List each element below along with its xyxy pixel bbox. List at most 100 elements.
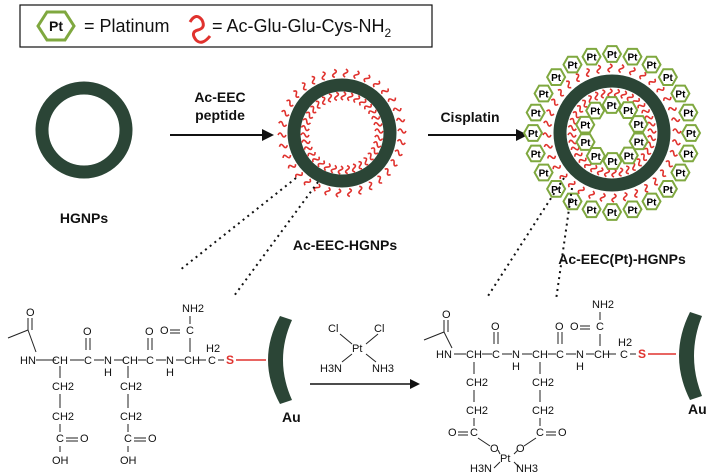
pt-hex-icon bbox=[657, 68, 679, 86]
pt-hex-label: Pt bbox=[587, 53, 598, 64]
peptide-squiggle bbox=[344, 164, 351, 175]
peptide-squiggle bbox=[672, 128, 682, 134]
peptide-squiggle bbox=[659, 169, 667, 178]
pt-hex-icon bbox=[622, 47, 643, 66]
peptide-squiggle bbox=[557, 88, 565, 97]
peptide-squiggle bbox=[371, 115, 381, 120]
pt-hex-icon bbox=[601, 203, 623, 221]
chem-c: C bbox=[596, 321, 604, 333]
chem-o: O bbox=[490, 443, 499, 455]
peptide-squiggle bbox=[368, 109, 377, 114]
pt-hex-icon bbox=[522, 124, 544, 142]
chem-cl: Cl bbox=[374, 323, 384, 335]
pt-hex-label: Pt bbox=[607, 157, 618, 168]
peptide-squiggle bbox=[374, 134, 384, 141]
pt-hex-label: Pt bbox=[683, 149, 694, 160]
eec-hgnp-particle bbox=[277, 68, 407, 198]
peptide-squiggle bbox=[542, 132, 552, 138]
chem-h2: H2 bbox=[618, 337, 632, 349]
pt-hex-icon bbox=[657, 180, 679, 198]
chem-c: C bbox=[470, 427, 478, 439]
pt-hex-label: Pt bbox=[663, 185, 674, 196]
peptide-squiggle bbox=[647, 134, 657, 142]
chem-o: O bbox=[448, 427, 457, 439]
peptide-squiggle bbox=[603, 168, 611, 178]
peptide-squiggle bbox=[287, 164, 297, 169]
peptide-squiggle bbox=[644, 184, 649, 193]
peptide-squiggle bbox=[644, 115, 654, 120]
peptide-squiggle bbox=[596, 64, 602, 75]
peptide-squiggle bbox=[640, 153, 648, 162]
peptide-squiggle bbox=[303, 146, 313, 151]
pt-hex-icon bbox=[601, 45, 623, 63]
peptide-squiggle bbox=[372, 80, 381, 88]
chem-ch: CH bbox=[184, 355, 200, 367]
chem-ch2: CH2 bbox=[120, 411, 142, 423]
peptide-squiggle bbox=[286, 99, 294, 107]
pt-hex-icon bbox=[585, 101, 606, 120]
peptide-squiggle bbox=[305, 111, 314, 119]
pt-hex-icon bbox=[525, 144, 546, 163]
zoom-line-2b bbox=[555, 187, 573, 301]
pt-hex-label: Pt bbox=[623, 106, 634, 117]
chem-n: N bbox=[166, 355, 174, 367]
chem-c: C bbox=[556, 349, 564, 361]
chem-ch2: CH2 bbox=[466, 377, 488, 389]
chem-c: C bbox=[124, 433, 132, 445]
peptide-squiggle bbox=[293, 90, 300, 98]
peptide-squiggle bbox=[346, 92, 354, 102]
peptide-squiggle bbox=[358, 160, 363, 170]
pt-hex-icon bbox=[562, 192, 583, 211]
chem-nh2: NH2 bbox=[592, 299, 614, 311]
chem-pt: Pt bbox=[352, 343, 362, 355]
peptide-squiggle bbox=[637, 102, 646, 109]
eec-shell bbox=[287, 78, 397, 188]
pt-hex-label: Pt bbox=[568, 197, 579, 208]
chem-nh3: NH3 bbox=[516, 463, 538, 472]
pt-hex-icon bbox=[581, 47, 602, 66]
peptide-squiggle bbox=[626, 93, 634, 102]
peptide-squiggle bbox=[600, 89, 606, 99]
chem-oh: OH bbox=[120, 455, 137, 467]
pt-hex-label: Pt bbox=[551, 185, 562, 196]
chem-o: O bbox=[491, 321, 500, 333]
peptide-squiggle bbox=[572, 111, 581, 119]
peptide-squiggle bbox=[374, 128, 384, 134]
peptide-squiggle bbox=[358, 185, 363, 195]
peptide-squiggle bbox=[567, 132, 577, 138]
chem-c: C bbox=[620, 349, 628, 361]
chem-cl: Cl bbox=[328, 323, 338, 335]
peptide-squiggle bbox=[358, 98, 367, 106]
chem-c: C bbox=[536, 427, 544, 439]
peptide-squiggle bbox=[577, 186, 585, 195]
pt-hex-label: Pt bbox=[587, 205, 598, 216]
peptide-squiggle bbox=[671, 139, 681, 146]
chem-h3n: H3N bbox=[470, 463, 492, 472]
chem-o: O bbox=[148, 433, 157, 445]
chem-ch2: CH2 bbox=[466, 405, 488, 417]
peptide-squiggle bbox=[340, 91, 347, 101]
chem-ch: CH bbox=[122, 355, 138, 367]
arrow-2-head bbox=[516, 129, 528, 141]
peptide-squiggle bbox=[570, 146, 580, 151]
pt-hex-label: Pt bbox=[551, 73, 562, 84]
peptide-squiggle bbox=[636, 158, 643, 167]
peptide-squiggle bbox=[330, 164, 338, 174]
arrow-1-label-line1: Ac-EEC bbox=[194, 89, 245, 105]
chem-ch2: CH2 bbox=[532, 405, 554, 417]
chem-c: C bbox=[146, 355, 154, 367]
peptide-squiggle bbox=[301, 82, 307, 91]
pt-hex-label: Pt bbox=[531, 109, 542, 120]
pt-hex-label: Pt bbox=[624, 151, 635, 162]
peptide-squiggle bbox=[281, 109, 290, 117]
peptide-squiggle bbox=[575, 73, 580, 82]
peptide-squiggle bbox=[618, 167, 624, 177]
pt-hex-icon bbox=[670, 163, 691, 182]
peptide-squiggle bbox=[380, 88, 390, 95]
chem-o: O bbox=[570, 321, 579, 333]
peptide-squiggle bbox=[585, 68, 590, 78]
peptide-squiggle bbox=[333, 91, 340, 102]
